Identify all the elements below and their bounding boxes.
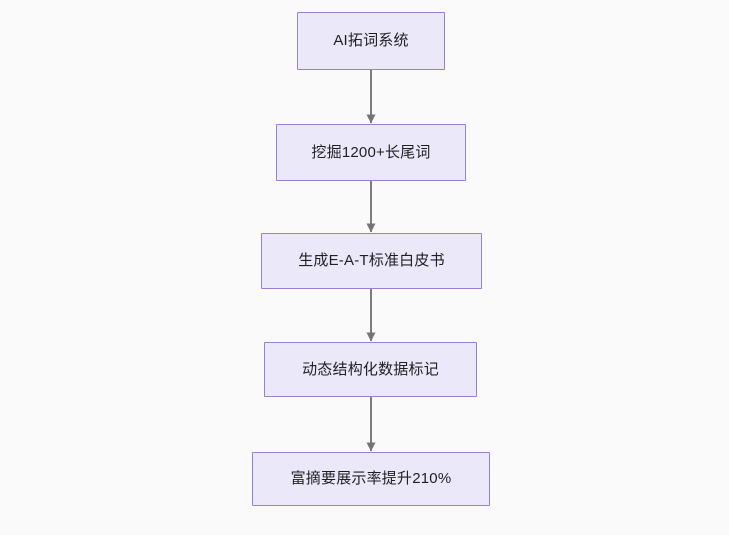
flowchart-node-structured-data-markup[interactable]: 动态结构化数据标记 — [264, 342, 477, 397]
node-label: 富摘要展示率提升210% — [290, 470, 452, 487]
flowchart-node-rich-snippet-result[interactable]: 富摘要展示率提升210% — [252, 452, 490, 506]
flowchart-node-eat-whitepaper[interactable]: 生成E-A-T标准白皮书 — [261, 233, 482, 289]
node-label: 生成E-A-T标准白皮书 — [298, 252, 445, 269]
flowchart-node-longtail-mining[interactable]: 挖掘1200+长尾词 — [276, 124, 466, 181]
node-label: AI拓词系统 — [333, 32, 409, 49]
node-label: 挖掘1200+长尾词 — [311, 143, 431, 161]
node-label: 动态结构化数据标记 — [302, 360, 439, 378]
flowchart-node-ai-keyword-system[interactable]: AI拓词系统 — [297, 12, 445, 70]
